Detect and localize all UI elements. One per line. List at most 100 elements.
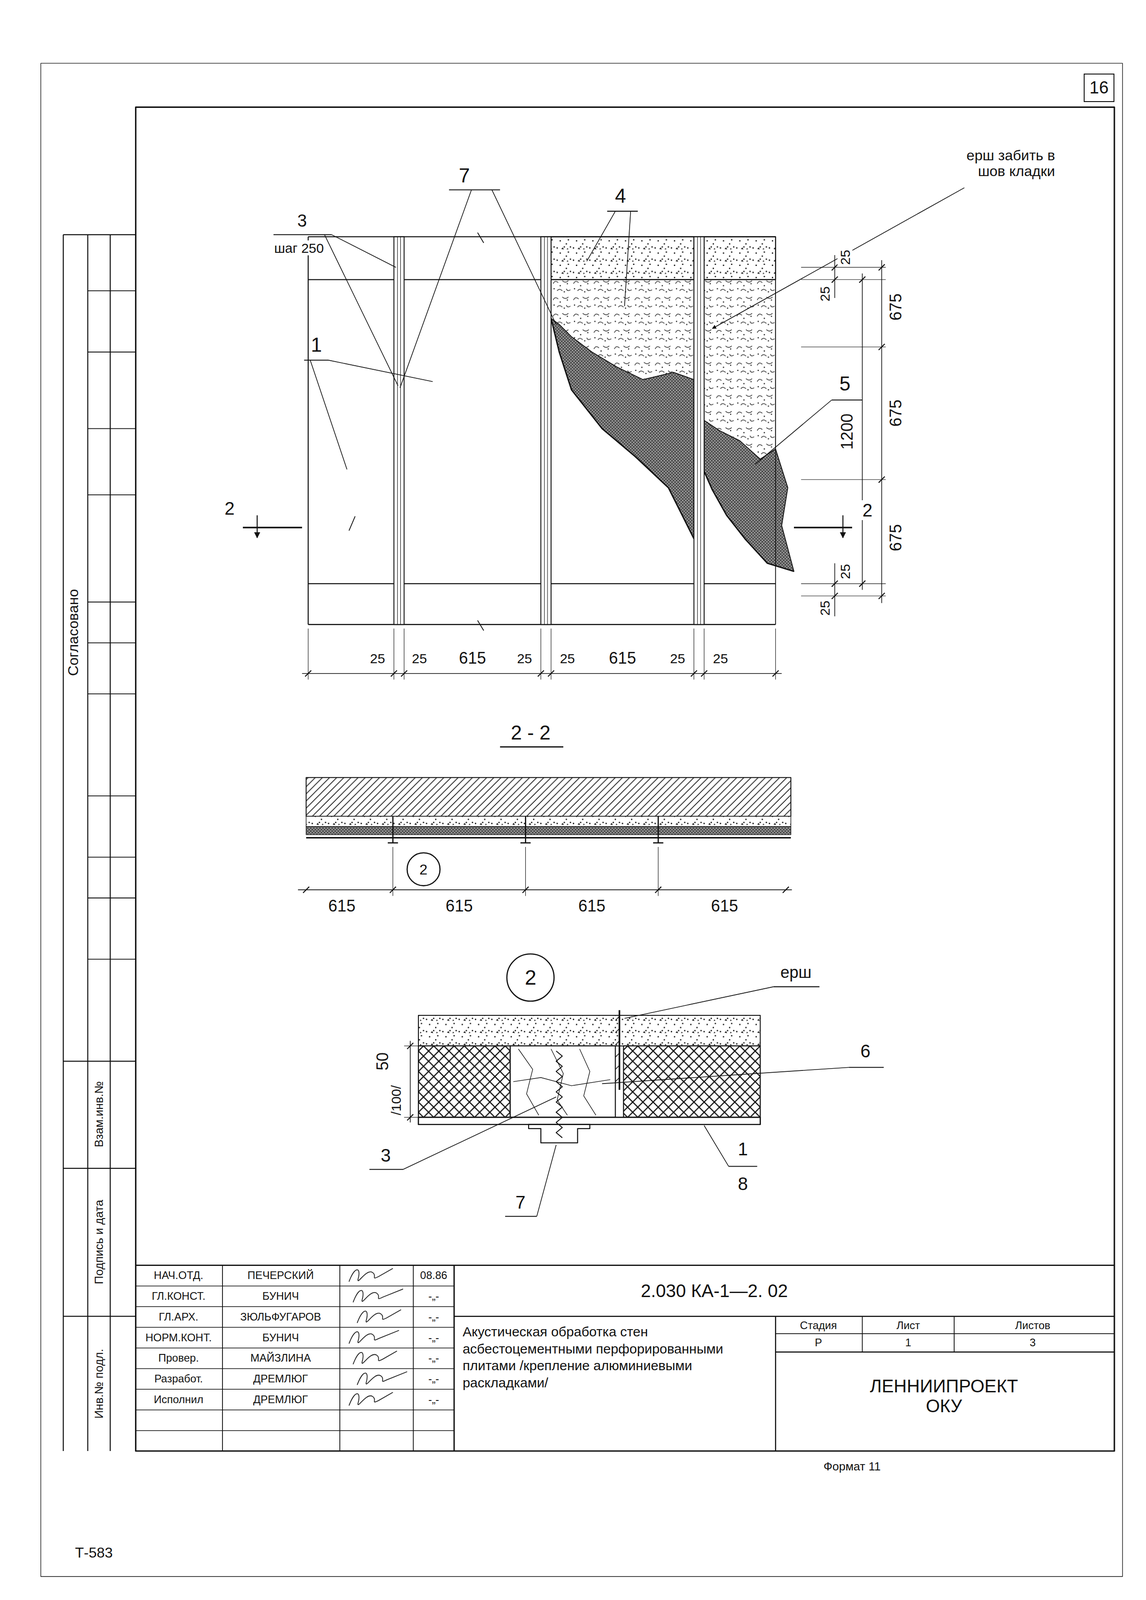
title-block-line xyxy=(135,1305,455,1307)
callout-number: 7 xyxy=(514,1192,527,1212)
table-cell: Р xyxy=(813,1336,824,1349)
title-block-line xyxy=(453,1265,455,1451)
margin-table-line xyxy=(87,290,136,292)
leader-line xyxy=(624,211,631,307)
margin-table-line xyxy=(109,234,111,1451)
margin-table-line xyxy=(87,494,136,496)
masonry xyxy=(418,1015,761,1046)
extension-line xyxy=(525,846,526,896)
leader-line xyxy=(403,1096,557,1170)
margin-table-line xyxy=(87,856,136,858)
dimension-tick xyxy=(878,343,886,351)
signature xyxy=(357,1309,401,1323)
extension-line xyxy=(550,628,552,680)
archive-number: Т-583 xyxy=(73,1544,115,1561)
leader-line xyxy=(273,234,332,236)
callout-number: 6 xyxy=(858,1040,872,1061)
dimension: 675 xyxy=(886,292,905,322)
circle-outline xyxy=(506,953,555,1002)
wood-grain xyxy=(513,1077,611,1086)
date-cell: -„- xyxy=(426,1351,441,1364)
table-header: Листов xyxy=(1013,1319,1052,1332)
dimension: 615 xyxy=(709,896,740,915)
title-block-line xyxy=(135,1409,455,1411)
title-block-line xyxy=(454,1315,1115,1317)
leader-line xyxy=(505,1215,537,1217)
margin-table-line xyxy=(63,1167,136,1169)
margin-table-line xyxy=(87,897,136,899)
aluminium-strip xyxy=(544,236,545,625)
extension-line xyxy=(540,628,542,680)
dimension-tick xyxy=(831,276,839,284)
wall xyxy=(306,777,791,817)
callout-number: 8 xyxy=(736,1173,750,1194)
document-code: 2.030 КА-1—2. 02 xyxy=(639,1280,790,1301)
torn-edge xyxy=(704,471,794,572)
dimension: 25 xyxy=(711,650,730,666)
dimension: 25 xyxy=(368,650,387,666)
title-underline xyxy=(500,746,564,748)
title-block-line xyxy=(412,1265,414,1451)
wood-grain xyxy=(518,1048,539,1115)
callout-number: 1 xyxy=(309,334,324,356)
leader-line xyxy=(831,399,863,401)
extension-line xyxy=(658,846,659,896)
table-header: Стадия xyxy=(798,1319,839,1332)
panel-edge xyxy=(774,236,776,625)
dimension-tick xyxy=(878,592,886,599)
name-cell: БУНИЧ xyxy=(260,1331,301,1343)
section-mark: 2 xyxy=(223,498,237,519)
callout-number: 3 xyxy=(296,212,309,232)
callout-number: 7 xyxy=(457,164,471,187)
leader-line xyxy=(624,986,774,1019)
dimension-tick xyxy=(831,264,839,271)
leader-line xyxy=(728,1165,757,1167)
node-text: 16 xyxy=(1089,78,1109,97)
role-cell: Провер. xyxy=(157,1351,201,1364)
dimension: 615 xyxy=(457,649,488,668)
fastener xyxy=(520,842,531,844)
role-cell: НАЧ.ОТД. xyxy=(152,1269,205,1281)
stamp-caption: Подпись и дата xyxy=(92,1197,106,1286)
title-block-line xyxy=(775,1351,1115,1353)
dimension: 50 xyxy=(373,1050,392,1072)
stamp-caption: Взам.инв.№ xyxy=(92,1079,106,1149)
extension-line xyxy=(775,628,776,680)
dimension-line xyxy=(834,563,836,617)
mesh xyxy=(418,1045,511,1118)
aluminium-strip xyxy=(547,236,548,625)
dimension: 25 xyxy=(515,650,534,666)
dimension-tick xyxy=(831,592,839,599)
node-text: 2 xyxy=(419,862,428,877)
node-text: 2 xyxy=(524,966,537,988)
extension-line xyxy=(393,628,395,680)
section-arrow xyxy=(256,515,258,538)
dimension: 25 xyxy=(816,284,832,303)
title-block-line xyxy=(862,1316,863,1352)
dimension-tick xyxy=(859,276,866,284)
fastener xyxy=(387,842,399,844)
callout-number: 5 xyxy=(838,372,852,395)
title-block-line xyxy=(135,1429,455,1431)
dimension: 675 xyxy=(886,522,905,553)
aluminium-strip xyxy=(693,236,705,625)
name-cell: ДРЕМЛЮГ xyxy=(251,1393,310,1406)
title-block-line xyxy=(775,1332,1115,1334)
title-block-line xyxy=(774,1316,776,1451)
leader-line xyxy=(310,360,347,470)
detail-marker: 2 xyxy=(406,851,441,887)
dimension-line xyxy=(834,255,836,298)
callout-number: 3 xyxy=(379,1145,392,1165)
extension-line xyxy=(403,628,405,680)
fastener xyxy=(657,816,659,843)
dimension: 25 xyxy=(668,650,687,666)
leader-line xyxy=(536,1144,557,1216)
ruff-nail xyxy=(615,1077,620,1082)
date-cell: -„- xyxy=(426,1310,441,1323)
section-title: 2 - 2 xyxy=(509,721,553,744)
extension-line xyxy=(801,583,887,584)
circle-outline xyxy=(407,852,441,886)
screw xyxy=(556,1050,563,1138)
signature xyxy=(348,1330,400,1344)
break-mark xyxy=(477,232,484,243)
